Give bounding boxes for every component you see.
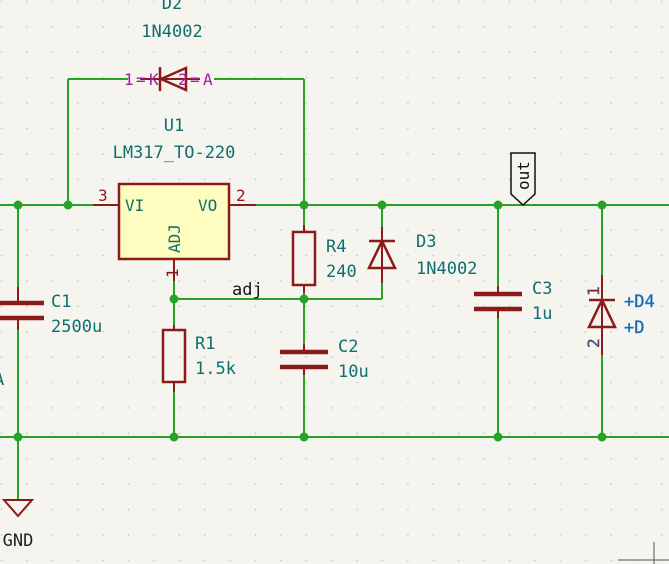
capacitor-c2[interactable]: C2 10u bbox=[280, 337, 369, 382]
junction-dot bbox=[63, 200, 73, 210]
c1-ref: C1 bbox=[51, 292, 71, 312]
junctions bbox=[13, 200, 607, 442]
crosshair-cursor-icon bbox=[618, 542, 669, 564]
d4-pin2: 2 bbox=[584, 338, 603, 348]
junction-dot bbox=[299, 200, 309, 210]
u1-pin1-number: 1 bbox=[163, 268, 182, 278]
resistor-r1[interactable]: R1 1.5k bbox=[161, 325, 236, 392]
r4-ref: R4 bbox=[326, 237, 346, 257]
d4-value: +D bbox=[624, 318, 644, 338]
d2-ref: D2 bbox=[162, 0, 182, 14]
u1-pin3-number: 3 bbox=[98, 186, 108, 205]
d2-pin2: 2 bbox=[178, 70, 188, 89]
u1-body bbox=[117, 182, 231, 261]
out-label-flag bbox=[510, 152, 536, 207]
gnd-triangle bbox=[1, 499, 35, 518]
d2-value: 1N4002 bbox=[141, 22, 202, 42]
junction-dot bbox=[377, 200, 387, 210]
d2-cathode-label: K bbox=[149, 70, 159, 89]
d3-value: 1N4002 bbox=[416, 259, 477, 279]
diode-d4[interactable]: 1 2 +D4 +D bbox=[584, 275, 655, 355]
d2-pin1: 1 bbox=[124, 70, 134, 89]
d3-triangle bbox=[367, 238, 397, 270]
u1-ref: U1 bbox=[164, 116, 184, 136]
junction-dot bbox=[169, 432, 179, 442]
c1-value: 2500u bbox=[51, 317, 102, 337]
d3-ref: D3 bbox=[416, 232, 436, 252]
u1-pin-vi: VI bbox=[125, 196, 144, 215]
c3-ref: C3 bbox=[532, 279, 552, 299]
capacitor-c1[interactable]: C1 2500u bbox=[0, 287, 102, 337]
junction-dot bbox=[493, 432, 503, 442]
r1-value: 1.5k bbox=[195, 359, 236, 379]
junction-dot bbox=[299, 294, 309, 304]
svg-text:=: = bbox=[136, 70, 146, 89]
u1-pin-adj: ADJ bbox=[165, 224, 184, 253]
d4-pin1: 1 bbox=[584, 286, 603, 296]
capacitor-c3[interactable]: C3 1u bbox=[474, 279, 552, 324]
d4-triangle bbox=[587, 297, 617, 329]
left-cut-label: A bbox=[0, 370, 4, 390]
junction-dot bbox=[597, 432, 607, 442]
u1-pin-vo: VO bbox=[198, 196, 217, 215]
u1-pin2-number: 2 bbox=[236, 186, 246, 205]
c2-ref: C2 bbox=[338, 337, 358, 357]
net-label-out[interactable]: out bbox=[510, 152, 536, 207]
junction-dot bbox=[13, 200, 23, 210]
r4-value: 240 bbox=[326, 262, 357, 282]
wires bbox=[0, 78, 669, 500]
out-label-text: out bbox=[514, 161, 533, 190]
junction-dot bbox=[299, 432, 309, 442]
r1-ref: R1 bbox=[195, 334, 215, 354]
c2-value: 10u bbox=[338, 362, 369, 382]
gnd-symbol[interactable]: GND bbox=[1, 499, 35, 551]
regulator-u1[interactable]: U1 LM317_TO-220 3 2 1 VI VO ADJ bbox=[93, 116, 256, 281]
junction-dot bbox=[597, 200, 607, 210]
junction-dot bbox=[493, 200, 503, 210]
c3-value: 1u bbox=[532, 304, 552, 324]
net-label-adj: adj bbox=[232, 280, 263, 300]
junction-dot bbox=[13, 432, 23, 442]
resistor-r4[interactable]: R4 240 bbox=[291, 225, 357, 293]
diode-d2[interactable]: D2 1N4002 1 = K 2 = A bbox=[124, 0, 213, 92]
d4-ref: +D4 bbox=[624, 292, 655, 312]
gnd-label: GND bbox=[3, 531, 34, 551]
junction-dot bbox=[169, 294, 179, 304]
svg-text:=: = bbox=[190, 70, 200, 89]
diode-d3[interactable]: D3 1N4002 bbox=[367, 227, 477, 283]
u1-value: LM317_TO-220 bbox=[113, 143, 236, 163]
d2-anode-label: A bbox=[203, 70, 213, 89]
